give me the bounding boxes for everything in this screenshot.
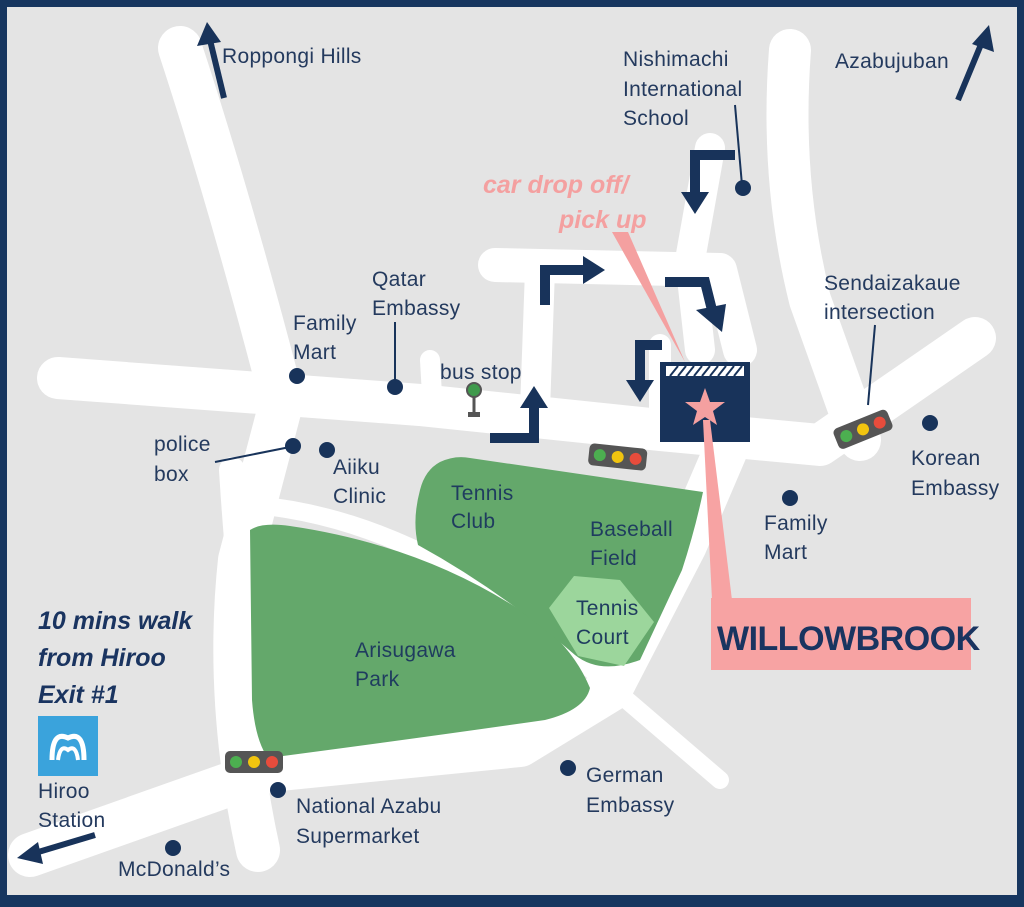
label-tennis-club-line1: Tennis — [451, 482, 514, 505]
label-family-mart-nw-line1: Family — [293, 312, 357, 335]
route-arrow-1 — [690, 150, 735, 195]
label-korean-line1: Korean — [911, 447, 981, 470]
label-nishimachi-line2: International — [623, 78, 742, 101]
traffic-light-icon — [225, 751, 283, 773]
label-baseball-line1: Baseball — [590, 518, 673, 541]
label-mcdonalds: McDonald’s — [118, 858, 230, 881]
metro-icon — [38, 716, 98, 776]
label-bus-stop: bus stop — [440, 361, 522, 384]
label-arisugawa-line1: Arisugawa — [355, 639, 456, 662]
label-nishimachi-line3: School — [623, 107, 689, 130]
label-tennis-court-line1: Tennis — [576, 597, 639, 620]
label-azabujuban: Azabujuban — [835, 50, 949, 73]
route-arrow-heads — [520, 192, 726, 408]
label-family-mart-nw-line2: Mart — [293, 341, 336, 364]
label-tennis-club-line2: Club — [451, 510, 495, 533]
label-baseball-line2: Field — [590, 547, 637, 570]
label-aiiku-line1: Aiiku — [333, 456, 380, 479]
label-police-line2: box — [154, 463, 189, 486]
tennis-court — [549, 576, 654, 666]
label-walk-line2: from Hiroo — [38, 644, 166, 672]
arisugawa-park — [250, 524, 590, 758]
road-roppongi — [158, 26, 304, 872]
road-azabujuban — [766, 29, 881, 461]
label-tennis-court-line2: Court — [576, 626, 629, 649]
willowbrook-label-box — [711, 598, 971, 670]
poi-dot-mcdonalds — [165, 840, 181, 856]
road-stub-1 — [420, 350, 442, 405]
poi-dot-qatar — [387, 379, 403, 395]
route-arrow-3 — [665, 277, 717, 312]
label-willowbrook: WILLOWBROOK — [717, 620, 981, 658]
poi-dot-family-mart-nw — [289, 368, 305, 384]
car-drop-pointer — [612, 232, 685, 362]
label-national-azabu-line2: Supermarket — [296, 825, 420, 848]
arrow-hiroo-icon — [17, 832, 96, 864]
arrow-azabujuban-icon — [955, 25, 994, 102]
label-national-azabu-line1: National Azabu — [296, 795, 441, 818]
route-arrow-4 — [635, 340, 662, 382]
label-walk-line1: 10 mins walk — [38, 607, 193, 635]
label-korean-line2: Embassy — [911, 477, 1000, 500]
label-german-line1: German — [586, 764, 664, 787]
traffic-light-icon — [588, 443, 648, 471]
poi-dot-national-azabu — [270, 782, 286, 798]
arrow-roppongi-icon — [197, 22, 227, 99]
label-hiroo-line1: Hiroo — [38, 780, 90, 803]
label-sendaizaka-line2: intersection — [824, 301, 935, 324]
star-icon — [685, 388, 725, 425]
poi-dot-korean — [922, 415, 938, 431]
label-car-drop-line2: pick up — [558, 206, 647, 234]
label-family-mart-e-line1: Family — [764, 512, 828, 535]
label-walk-line3: Exit #1 — [38, 681, 119, 709]
poi-dot-german — [560, 760, 576, 776]
label-german-line2: Embassy — [586, 794, 675, 817]
label-family-mart-e-line2: Mart — [764, 541, 807, 564]
label-police-line1: police — [154, 433, 211, 456]
traffic-light-icon — [833, 409, 893, 449]
label-nishimachi-line1: Nishimachi — [623, 48, 729, 71]
label-roppongi-hills: Roppongi Hills — [222, 45, 362, 68]
route-arrow-5 — [490, 405, 539, 443]
label-car-drop-line1: car drop off/ — [483, 171, 631, 199]
poi-dot-police — [285, 438, 301, 454]
poi-dot-aiiku — [319, 442, 335, 458]
willowbrook-pointer — [703, 420, 732, 600]
poi-dot-family-mart-e — [782, 490, 798, 506]
label-qatar-line2: Embassy — [372, 297, 461, 320]
bus-stop-icon — [466, 382, 482, 417]
leader-lines — [214, 104, 876, 463]
label-aiiku-line2: Clinic — [333, 485, 386, 508]
route-arrow-2 — [540, 265, 585, 305]
label-arisugawa-line2: Park — [355, 668, 400, 691]
label-qatar-line1: Qatar — [372, 268, 426, 291]
route-arrows — [490, 150, 735, 443]
poi-dots — [165, 180, 938, 856]
road-loop-left — [520, 255, 555, 425]
label-hiroo-line2: Station — [38, 809, 105, 832]
label-sendaizaka-line1: Sendaizakaue — [824, 272, 961, 295]
poi-dot-nishimachi — [735, 180, 751, 196]
